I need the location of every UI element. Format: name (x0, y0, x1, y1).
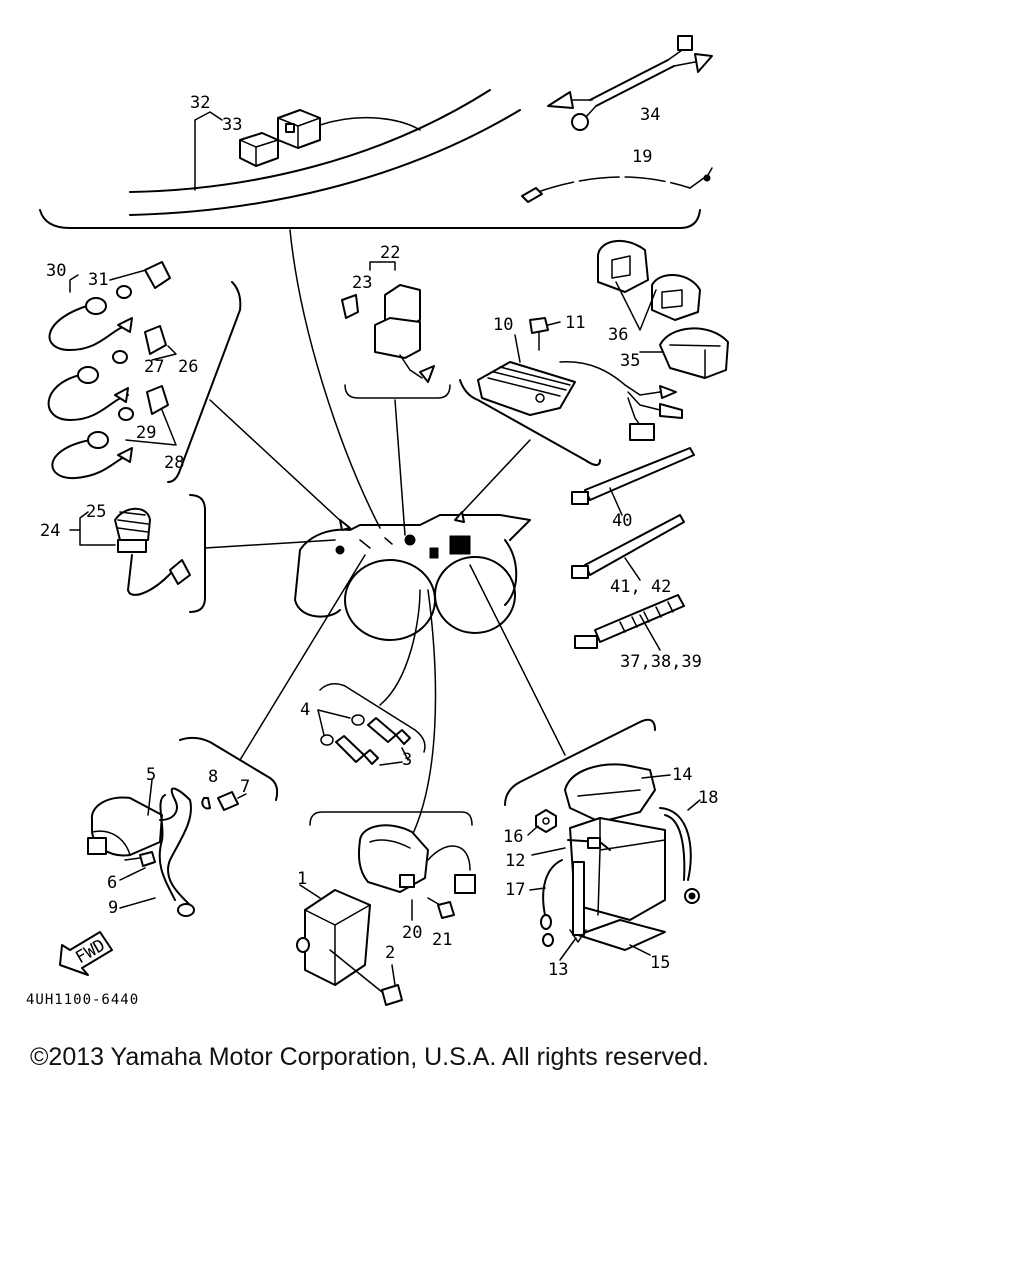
part-number-labels: 1 2 3 4 5 6 7 8 9 10 11 12 13 14 15 16 1… (26, 93, 718, 1008)
label-part-3: 3 (402, 750, 412, 770)
battery-cover-14 (564, 763, 656, 823)
drawing-code: 4UH1100-6440 (26, 992, 139, 1008)
bands-section (571, 447, 695, 651)
relay-33 (239, 132, 279, 167)
forward-arrow-icon: FWD (59, 931, 113, 976)
cover-35 (659, 327, 729, 379)
battery-lead-17 (540, 859, 563, 947)
label-part-1: 1 (297, 869, 307, 889)
cap-16 (535, 809, 557, 833)
battery-lead-12 (567, 837, 611, 851)
rectifier-10 (477, 361, 576, 416)
sender-section (317, 683, 426, 766)
label-part-27: 27 (144, 357, 164, 377)
washer-8 (201, 797, 211, 810)
bolt-6 (124, 851, 156, 867)
label-part-12: 12 (505, 851, 525, 871)
starter-section (87, 736, 279, 917)
label-part-25: 25 (86, 502, 106, 522)
sensor-leads-section (47, 261, 242, 483)
label-part-15: 15 (650, 953, 670, 973)
label-part-20: 20 (402, 923, 422, 943)
label-part-36: 36 (608, 325, 628, 345)
label-part-41-42: 41, 42 (610, 577, 671, 597)
label-part-8: 8 (208, 767, 218, 787)
label-part-30: 30 (46, 261, 66, 281)
lead-19 (521, 167, 713, 203)
battery-section (504, 718, 701, 961)
vehicle-frame (294, 514, 531, 641)
label-part-40: 40 (612, 511, 632, 531)
label-part-19: 19 (632, 147, 652, 167)
band-37-39 (574, 594, 685, 649)
breather-13 (569, 861, 587, 943)
copyright-notice: ©2013 Yamaha Motor Corporation, U.S.A. A… (30, 1043, 709, 1071)
covers-section (597, 239, 729, 379)
top-section: FWD (26, 35, 729, 1008)
label-part-7: 7 (240, 777, 250, 797)
label-part-22: 22 (380, 243, 400, 263)
label-part-4: 4 (300, 700, 310, 720)
cover-36a (597, 239, 649, 293)
label-part-17: 17 (505, 880, 525, 900)
label-part-23: 23 (352, 273, 372, 293)
ignition-coil-20 (358, 824, 476, 894)
starter-motor-5 (87, 796, 163, 857)
label-part-37-38-39: 37,38,39 (620, 652, 702, 672)
label-part-16: 16 (503, 827, 523, 847)
relay-section (341, 261, 451, 399)
label-part-21: 21 (432, 930, 452, 950)
label-part-5: 5 (146, 765, 156, 785)
ignition-section (296, 811, 476, 1006)
label-part-24: 24 (40, 521, 60, 541)
sensor-lead-26 (47, 325, 167, 421)
label-part-26: 26 (178, 357, 198, 377)
wire-harness-34 (547, 35, 713, 131)
label-part-28: 28 (164, 453, 184, 473)
bolt-21 (427, 897, 455, 919)
sensor-lead-28 (51, 385, 169, 480)
bolt-2 (329, 949, 403, 1006)
label-part-6: 6 (107, 873, 117, 893)
label-part-13: 13 (548, 960, 568, 980)
rectifier-section (459, 317, 683, 466)
battery-lead-18 (659, 807, 700, 904)
cdi-unit-1 (296, 889, 371, 986)
battery-band-15 (577, 919, 666, 951)
cover-36b (651, 273, 701, 321)
gasket-4 (320, 714, 365, 746)
bolt-11 (529, 317, 561, 351)
fuse-23 (341, 294, 359, 319)
label-part-2: 2 (385, 943, 395, 963)
band-40 (571, 447, 695, 505)
label-part-33: 33 (222, 115, 242, 135)
band-41-42 (571, 514, 685, 579)
label-part-14: 14 (672, 765, 692, 785)
label-part-18: 18 (698, 788, 718, 808)
leader-lines (204, 229, 566, 841)
label-part-11: 11 (565, 313, 585, 333)
label-part-10: 10 (493, 315, 513, 335)
sender-3 (335, 717, 411, 765)
bolt-7 (217, 791, 247, 811)
label-part-29: 29 (136, 423, 156, 443)
switch-25 (114, 507, 191, 596)
label-part-31: 31 (88, 270, 108, 290)
sensor-lead-30 (48, 261, 171, 351)
label-part-35: 35 (620, 351, 640, 371)
relay-32 (277, 109, 421, 149)
relay-22 (374, 284, 435, 383)
lead-9 (158, 787, 195, 917)
label-part-34: 34 (640, 105, 660, 125)
label-part-9: 9 (108, 898, 118, 918)
switch-section (69, 494, 206, 613)
label-part-32: 32 (190, 93, 210, 113)
